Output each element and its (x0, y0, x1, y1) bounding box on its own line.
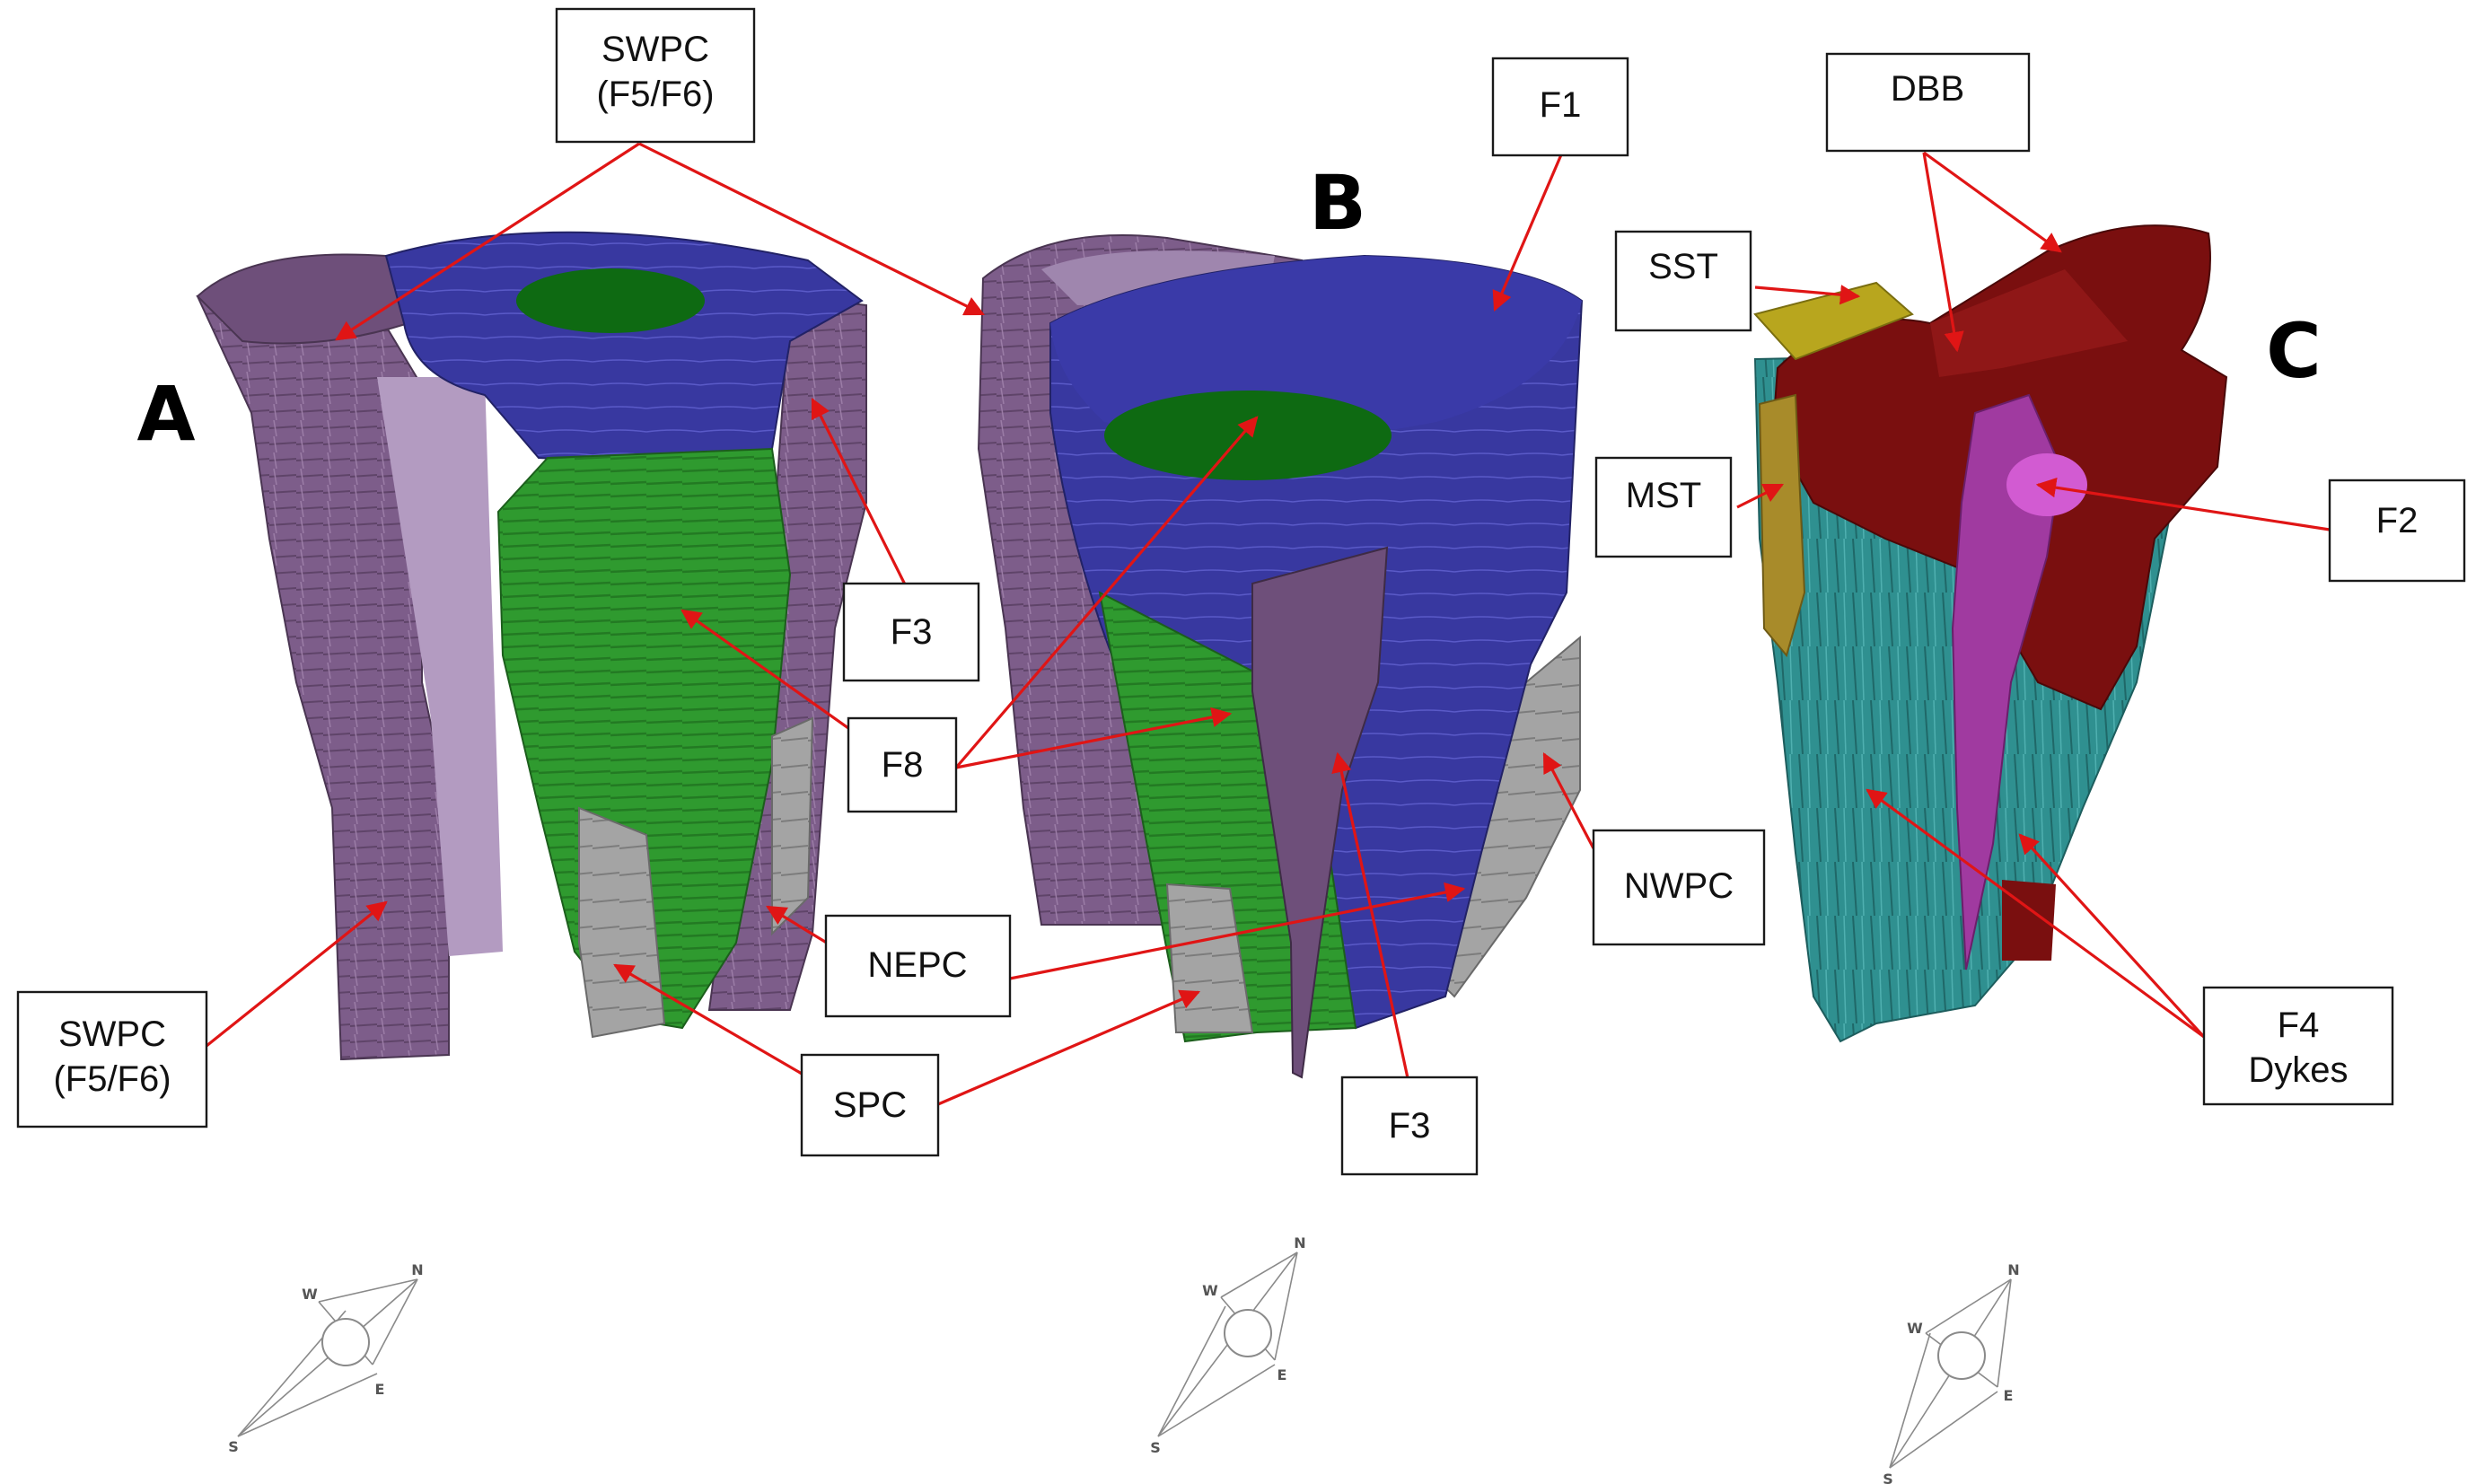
f8-top-a (516, 268, 705, 333)
label-swpc-bottom: SWPC (F5/F6) (18, 992, 206, 1127)
label-f4-line1: F4 (2278, 1005, 2320, 1045)
panel-letter-a: A (136, 370, 195, 458)
label-f2-text: F2 (2376, 501, 2419, 540)
label-sst: SST (1616, 232, 1751, 330)
compass-a-west: W (302, 1286, 318, 1303)
label-swpc-bottom-line1: SWPC (58, 1014, 166, 1054)
compass-c-east: E (2004, 1387, 2014, 1404)
mst-olive-c (1760, 395, 1804, 655)
compass-b-east: E (1278, 1366, 1287, 1383)
label-f1-text: F1 (1540, 85, 1582, 125)
compass-c-south: S (1883, 1471, 1893, 1484)
panel-letter-c: C (2266, 307, 2322, 395)
compass-b-north: N (1294, 1234, 1305, 1251)
panel-letter-b: B (1309, 159, 1366, 247)
f8-top-b (1104, 391, 1392, 480)
compass-c-west: W (1907, 1320, 1923, 1337)
label-swpc-bottom-line2: (F5/F6) (53, 1059, 171, 1099)
arrow-dbb-2 (1924, 153, 2060, 251)
label-nepc-text: NEPC (867, 945, 967, 985)
compass-c-north: N (2007, 1261, 2019, 1278)
panel-b-model (979, 235, 1582, 1077)
label-sst-text: SST (1648, 247, 1718, 286)
label-dbb: DBB (1827, 54, 2029, 151)
label-f3-b: F3 (1342, 1077, 1477, 1174)
label-nepc: NEPC (826, 916, 1010, 1016)
panel-c-model (1755, 225, 2226, 1041)
label-swpc-top: SWPC (F5/F6) (557, 9, 754, 142)
panel-a-model (198, 233, 866, 1059)
label-mst: MST (1596, 458, 1731, 557)
compass-b-south: S (1150, 1439, 1161, 1456)
label-f8-text: F8 (882, 745, 924, 785)
compass-a-east: E (375, 1381, 385, 1398)
compass-rose-a: N S E W (228, 1261, 423, 1455)
label-f1: F1 (1493, 58, 1628, 155)
label-nwpc-text: NWPC (1624, 866, 1734, 906)
label-nwpc: NWPC (1594, 830, 1764, 944)
label-swpc-top-line1: SWPC (601, 30, 709, 69)
label-f3-a: F3 (844, 584, 979, 681)
label-mst-text: MST (1626, 476, 1701, 515)
label-spc-text: SPC (833, 1085, 907, 1125)
label-swpc-top-line2: (F5/F6) (596, 75, 714, 114)
label-f3-b-text: F3 (1389, 1106, 1431, 1146)
label-f2: F2 (2330, 480, 2464, 581)
label-f3-a-text: F3 (891, 612, 933, 652)
dbb-base-c (2002, 880, 2056, 961)
compass-rose-c: N S E W (1883, 1261, 2019, 1484)
label-dbb-text: DBB (1891, 69, 1964, 109)
compass-a-south: S (228, 1438, 239, 1455)
label-f8: F8 (848, 718, 956, 812)
label-f4-dykes: F4 Dykes (2204, 988, 2393, 1104)
label-f4-line2: Dykes (2248, 1050, 2348, 1090)
compass-b-west: W (1202, 1282, 1218, 1299)
compass-a-north: N (411, 1261, 423, 1278)
label-spc: SPC (802, 1055, 938, 1155)
compass-rose-b: N S E W (1150, 1234, 1305, 1456)
